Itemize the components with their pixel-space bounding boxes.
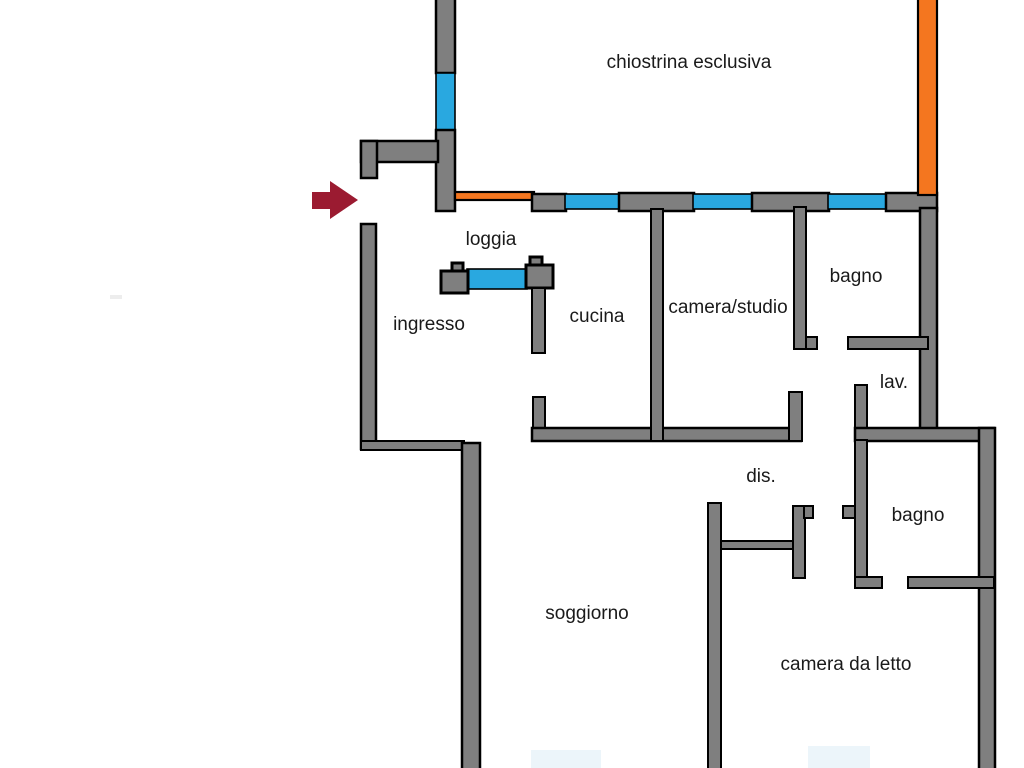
wall-cucina-camera-separator bbox=[650, 208, 664, 442]
room-label-camera-da-letto: camera da letto bbox=[781, 654, 912, 675]
wall-bagno2-door-jamb bbox=[842, 505, 856, 519]
wall-bagno2-bottom-right bbox=[907, 576, 995, 589]
wall-bagno1-door-jamb bbox=[805, 336, 818, 350]
room-label-cucina: cucina bbox=[570, 306, 625, 327]
room-label-loggia: loggia bbox=[466, 229, 517, 250]
wall-top-column-upper bbox=[434, 0, 457, 75]
faded-window-hint-right bbox=[808, 746, 870, 768]
room-label-dis: dis. bbox=[746, 466, 776, 487]
wall-right-outer-upper bbox=[918, 206, 939, 434]
wall-cucina-camera-bottom bbox=[530, 426, 803, 443]
wall-camera-letto-left bbox=[707, 502, 722, 768]
window-band-3 bbox=[827, 193, 888, 210]
room-label-bagno-1: bagno bbox=[830, 266, 883, 287]
wall-camera-bagno-separator bbox=[793, 206, 807, 350]
wall-ingresso-left bbox=[359, 222, 378, 451]
wall-pillar-left bbox=[439, 269, 470, 295]
window-loggia-railing bbox=[466, 268, 528, 290]
window-top-column bbox=[435, 72, 456, 131]
wall-soggiorno-left bbox=[460, 441, 482, 768]
wall-bagno2-bottom-left bbox=[854, 576, 883, 589]
wall-top-column-lower bbox=[434, 128, 457, 213]
wall-bagno1-bottom bbox=[847, 336, 929, 350]
room-label-camera-studio: camera/studio bbox=[668, 297, 787, 318]
window-band-1 bbox=[564, 193, 622, 210]
entrance-arrow-icon bbox=[312, 181, 358, 219]
wall-camera-letto-jamb-vertical bbox=[792, 505, 806, 579]
wall-lav-bagno2-divider bbox=[853, 426, 996, 443]
room-labels: chiostrina esclusiva loggia ingresso cucina… bbox=[393, 52, 944, 675]
wall-camera-letto-bridge bbox=[720, 540, 796, 550]
wall-right-outer-lower bbox=[977, 426, 997, 768]
room-label-soggiorno: soggiorno bbox=[545, 603, 628, 624]
wall-band-pier-a bbox=[530, 192, 568, 213]
wall-camera-letto-jamb-stub bbox=[803, 505, 814, 519]
wall-ingresso-bottom-jog bbox=[360, 440, 465, 451]
wall-lav-left bbox=[854, 384, 868, 431]
room-label-ingresso: ingresso bbox=[393, 314, 465, 335]
wall-loggia-orange-line bbox=[453, 190, 536, 202]
room-label-bagno-2: bagno bbox=[892, 505, 945, 526]
wall-cucina-left-upper bbox=[531, 287, 546, 354]
stray-mark bbox=[110, 295, 122, 299]
wall-camera-right-lower bbox=[788, 391, 803, 442]
window-band-2 bbox=[692, 193, 754, 210]
wall-entrance-l-stub bbox=[359, 139, 379, 180]
faded-window-hint-left bbox=[531, 750, 601, 768]
wall-bagno2-left bbox=[854, 439, 868, 579]
room-label-chiostrina: chiostrina esclusiva bbox=[607, 52, 772, 73]
wall-band-corner bbox=[884, 191, 939, 213]
wall-band-pier-c bbox=[750, 191, 831, 213]
wall-chiostrina-orange bbox=[916, 0, 939, 197]
wall-pillar-right bbox=[524, 263, 555, 290]
room-label-lav: lav. bbox=[880, 372, 908, 393]
